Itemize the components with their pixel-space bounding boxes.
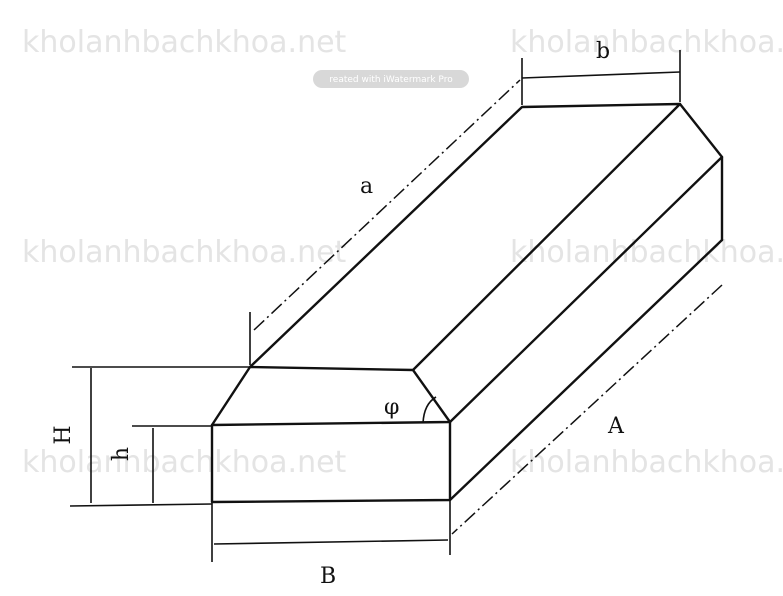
dimension-B-line <box>213 539 449 545</box>
label-a: a <box>360 174 373 199</box>
watermark-text: kholanhbachkhoa.net <box>510 445 783 480</box>
watermark-text: kholanhbachkhoa.net <box>22 25 347 60</box>
front-base-rect <box>210 420 452 504</box>
label-B: B <box>320 564 336 589</box>
labels: a b A B φ H h <box>51 39 625 589</box>
watermark-badge-text: reated with iWatermark Pro <box>329 75 453 85</box>
embankment-solid <box>210 102 724 504</box>
watermark-text: kholanhbachkhoa.net <box>22 235 347 270</box>
angle-arc <box>422 396 437 424</box>
dimension-b-line <box>521 71 681 79</box>
watermark-text: kholanhbachkhoa.net <box>510 235 783 270</box>
watermark-text: kholanhbachkhoa.net <box>22 445 347 480</box>
label-h: h <box>109 447 134 461</box>
label-b: b <box>596 39 610 64</box>
watermark-text: kholanhbachkhoa.net <box>510 25 783 60</box>
label-H: H <box>51 425 76 444</box>
watermark-layer: kholanhbachkhoa.net kholanhbachkhoa.net … <box>22 25 783 480</box>
dimensions <box>69 50 723 562</box>
extension-line <box>69 503 213 507</box>
label-A: A <box>607 414 625 439</box>
base-back-edge <box>448 238 724 502</box>
watermark-badge <box>313 70 469 88</box>
label-phi: φ <box>384 395 399 420</box>
dimension-A-line <box>451 284 723 535</box>
top-surface <box>248 102 682 372</box>
dimension-a-line <box>253 79 521 331</box>
front-trapezoid <box>210 365 452 427</box>
